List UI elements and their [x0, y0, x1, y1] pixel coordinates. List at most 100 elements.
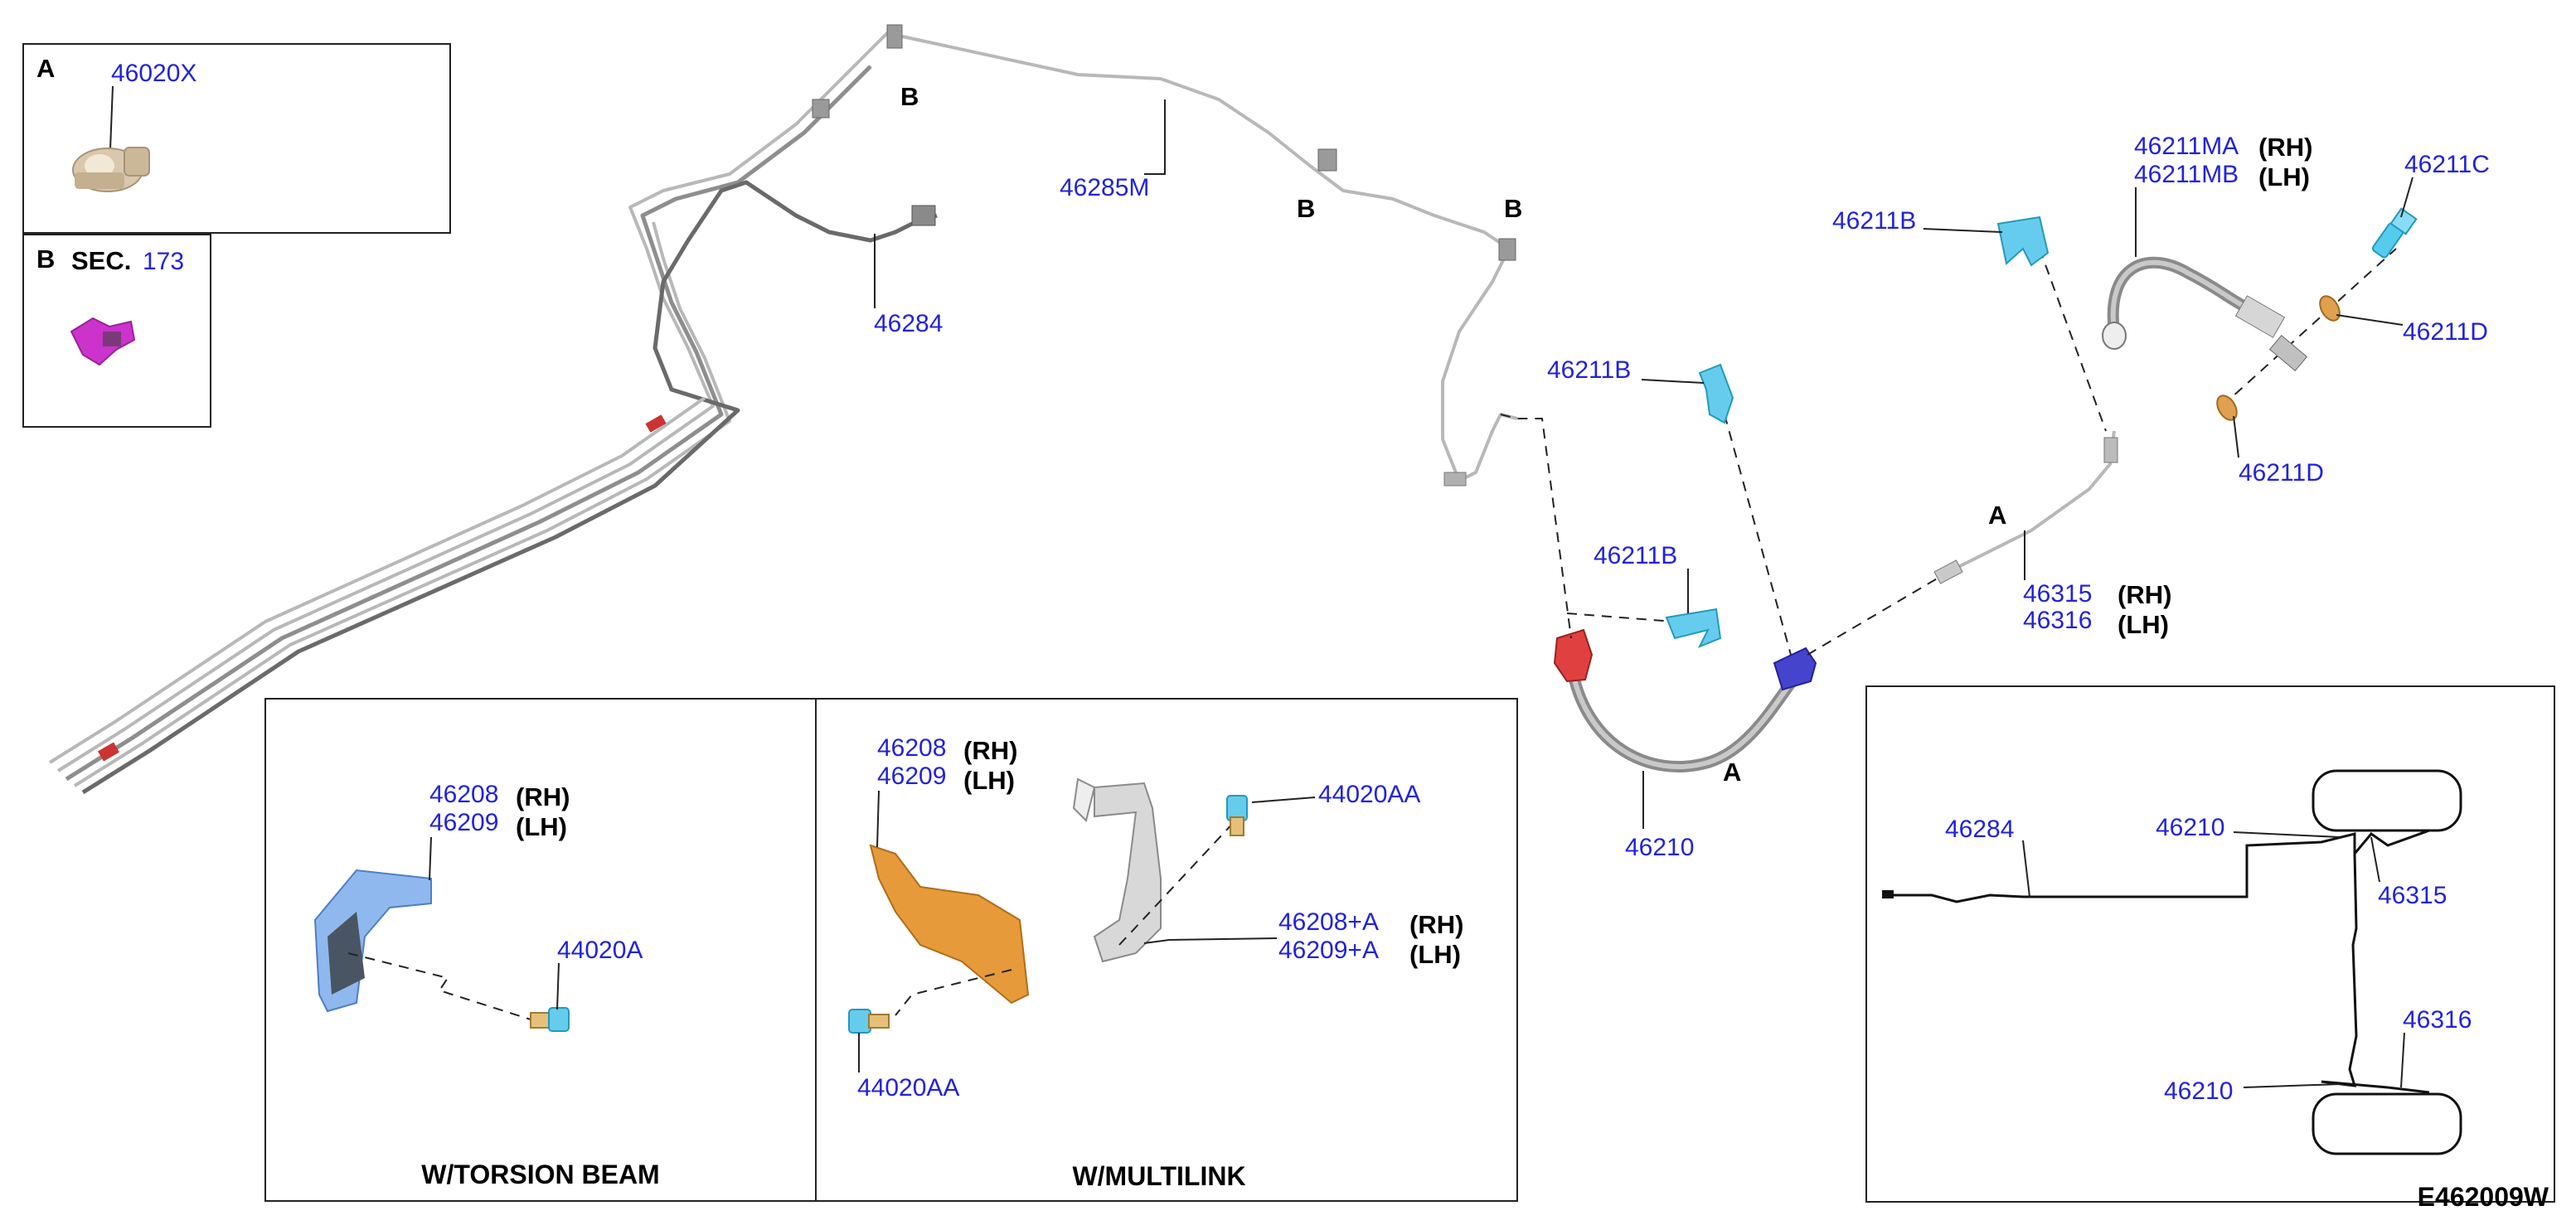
label-46285m[interactable]: 46285M — [1060, 174, 1149, 201]
tire-bottom-icon — [2312, 1092, 2462, 1155]
label-46211b-right[interactable]: 46211B — [1832, 207, 1916, 235]
label-46209-multilink-lh: (LH) — [963, 766, 1015, 795]
fitting-top — [886, 24, 903, 49]
tube-secondary — [73, 221, 731, 787]
label-46211b-top[interactable]: 46211B — [1547, 356, 1631, 384]
leader-44020aa-top — [1251, 797, 1316, 803]
label-46211ma-rh: (RH) — [2258, 133, 2312, 162]
dash-torsion — [347, 952, 531, 1020]
bracket-46208-torsion-icon — [313, 869, 432, 1013]
multilink-frame — [815, 698, 1518, 1202]
multilink-caption: W/MULTILINK — [1072, 1161, 1245, 1191]
leader-46211d-low — [2233, 415, 2239, 458]
washer-46211d-right-icon — [2319, 295, 2341, 322]
hose-46210 — [1553, 628, 1817, 772]
view-letter-b-3: B — [1504, 194, 1522, 223]
tube-46285m — [56, 31, 1518, 772]
label-46208-multilink[interactable]: 46208 — [877, 734, 946, 762]
bolt-46211c-icon — [2371, 207, 2418, 259]
sec-173-link[interactable]: 173 — [143, 248, 184, 275]
inset-b-letter: B — [36, 245, 55, 274]
label-46316-lh: (LH) — [2118, 610, 2169, 639]
label-46208-torsion[interactable]: 46208 — [429, 781, 498, 808]
view-letter-a-1: A — [1723, 758, 1741, 787]
view-letter-b-1: B — [900, 82, 919, 111]
multilink-box: W/MULTILINK 46208 (RH) 46209 (LH) 44020A… — [815, 698, 1518, 1202]
label-46210[interactable]: 46210 — [1625, 834, 1694, 861]
label-46209-torsion[interactable]: 46209 — [429, 809, 498, 836]
inset-a-letter: A — [36, 54, 55, 83]
label-44020a[interactable]: 44020A — [557, 937, 643, 964]
leader-46211c — [2400, 177, 2413, 218]
clip-46020x-icon — [72, 147, 150, 192]
clip-46211b-low-icon — [1665, 608, 1722, 648]
dash-multilink-upper — [1118, 820, 1236, 946]
label-46211mb-lh: (LH) — [2258, 162, 2310, 191]
label-46211c[interactable]: 46211C — [2404, 151, 2490, 178]
tire-top-icon — [2312, 769, 2462, 832]
layout-tube-cross — [2321, 853, 2430, 1094]
tube-end-red — [97, 742, 120, 762]
layout-label-46284[interactable]: 46284 — [1945, 816, 2014, 843]
label-46316[interactable]: 46316 — [2023, 607, 2092, 634]
label-46211b-mid[interactable]: 46211B — [1594, 542, 1677, 569]
view-letter-a-2: A — [1988, 501, 2006, 530]
bolt-44020a-icon — [530, 1007, 570, 1032]
layout-box: 46284 46210 46315 46316 46210 — [1865, 685, 2555, 1203]
tube-46315 — [1933, 430, 2118, 584]
layout-label-46210-low[interactable]: 46210 — [2164, 1077, 2233, 1105]
inset-a: A 46020X — [22, 43, 451, 234]
layout-leader-46210-low — [2243, 1083, 2341, 1088]
washer-46211d-low-icon — [2216, 395, 2238, 421]
layout-leader-46315 — [2370, 836, 2380, 883]
torsion-beam-box: W/TORSION BEAM 46208 (RH) 46209 (LH) 440… — [264, 698, 817, 1202]
diagram-id: E462009W — [2418, 1182, 2549, 1212]
torsion-beam-caption: W/TORSION BEAM — [421, 1160, 659, 1189]
label-46211d-low[interactable]: 46211D — [2239, 459, 2324, 487]
leader-46208-multilink — [876, 790, 880, 848]
label-46209a[interactable]: 46209+A — [1278, 937, 1379, 964]
label-44020aa-top[interactable]: 44020AA — [1318, 781, 1420, 808]
label-46020x[interactable]: 46020X — [111, 60, 196, 87]
label-46209a-lh: (LH) — [1409, 940, 1461, 969]
label-46208a[interactable]: 46208+A — [1278, 908, 1379, 936]
label-46211mb[interactable]: 46211MB — [2134, 161, 2239, 188]
clip-46211b-right-icon — [1996, 215, 2050, 267]
layout-tube-main — [1890, 829, 2430, 903]
layout-label-46315[interactable]: 46315 — [2378, 882, 2447, 909]
fitting-b1 — [812, 99, 830, 119]
layout-leader-46316 — [2400, 1032, 2405, 1088]
hose-fitting-blue — [1773, 646, 1817, 691]
bolt-44020aa-top-icon — [1226, 795, 1248, 836]
leader-46211b-top — [1641, 379, 1705, 384]
tube-primary — [65, 65, 872, 782]
inset-b: B SEC. 173 — [22, 234, 211, 428]
leader-46208-torsion — [429, 836, 432, 881]
dash-tube-to-hose — [1500, 414, 1572, 639]
label-46209-multilink[interactable]: 46209 — [877, 763, 946, 790]
dash-clip-right — [2039, 248, 2107, 432]
layout-frame — [1865, 685, 2555, 1203]
label-44020aa-low[interactable]: 44020AA — [857, 1074, 959, 1102]
clip-46211b-top-icon — [1698, 363, 1734, 424]
label-46315[interactable]: 46315 — [2023, 580, 2092, 608]
layout-label-46316[interactable]: 46316 — [2403, 1006, 2472, 1034]
fitting-end-46285m — [1443, 472, 1467, 487]
dash-clip-top — [1724, 414, 1792, 656]
inset-a-frame — [22, 43, 451, 234]
label-46211ma[interactable]: 46211MA — [2134, 133, 2239, 160]
fitting-46284 — [911, 205, 936, 226]
layout-label-46210-top[interactable]: 46210 — [2156, 814, 2224, 841]
label-46208-multilink-rh: (RH) — [963, 736, 1017, 765]
label-46208-torsion-rh: (RH) — [516, 782, 570, 811]
label-46284[interactable]: 46284 — [874, 310, 943, 337]
label-46211d-right[interactable]: 46211D — [2403, 318, 2488, 346]
leader-46208a — [1143, 937, 1278, 944]
view-letter-b-2: B — [1297, 194, 1315, 223]
leader-46020x — [109, 85, 114, 150]
label-46315-rh: (RH) — [2118, 580, 2171, 609]
dash-hose-to-46315 — [1807, 571, 1949, 656]
leader-46285m — [1144, 99, 1166, 175]
hose-46211m — [2102, 256, 2308, 371]
